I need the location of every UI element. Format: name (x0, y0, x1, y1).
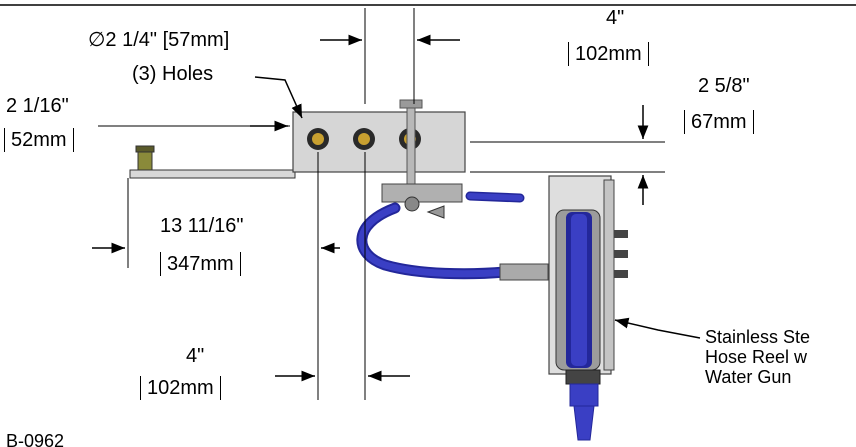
height-in: 2 5/8" (698, 75, 750, 97)
bottom-width-in: 4" (186, 345, 205, 367)
hose-fitting (499, 263, 549, 281)
part-number: B-0962 (6, 431, 65, 447)
riser-pipe (406, 103, 416, 197)
extension-lines (98, 8, 665, 400)
water-gun-nozzle (573, 405, 595, 441)
callout-line-2: Hose Reel w (705, 347, 808, 367)
holes-note: (3) Holes (132, 63, 214, 85)
top-width-mm: 102mm (568, 42, 649, 66)
hole-1 (307, 128, 329, 150)
reel-bracket-side (603, 179, 615, 371)
mounting-stud-cap (135, 145, 155, 153)
valve-assembly (381, 183, 463, 203)
diameter-icon: ∅ (88, 29, 106, 51)
left-offset-in: 2 1/16" (6, 95, 69, 117)
reel-bolts (614, 230, 628, 278)
wing-handle (426, 205, 445, 219)
dimension-arrows (92, 34, 701, 382)
callout-line-1: Stainless Ste (705, 327, 811, 347)
length-mm: 347mm (160, 252, 241, 276)
mounting-stud (137, 149, 153, 171)
water-gun-body (569, 383, 599, 407)
bottom-width-mm: 102mm (140, 376, 221, 400)
mounting-bar (129, 169, 296, 179)
valve-knob (404, 196, 420, 212)
top-width-in: 4" (606, 7, 625, 29)
riser-cap (399, 99, 423, 109)
hole-diameter-label: ∅2 1/4" [57mm] (88, 29, 230, 51)
length-in: 13 11/16" (160, 215, 244, 237)
height-mm: 67mm (684, 110, 754, 134)
reel-base (565, 369, 601, 385)
left-offset-mm: 52mm (4, 128, 74, 152)
callout-line-3: Water Gun (705, 367, 792, 387)
hole-2 (353, 128, 375, 150)
